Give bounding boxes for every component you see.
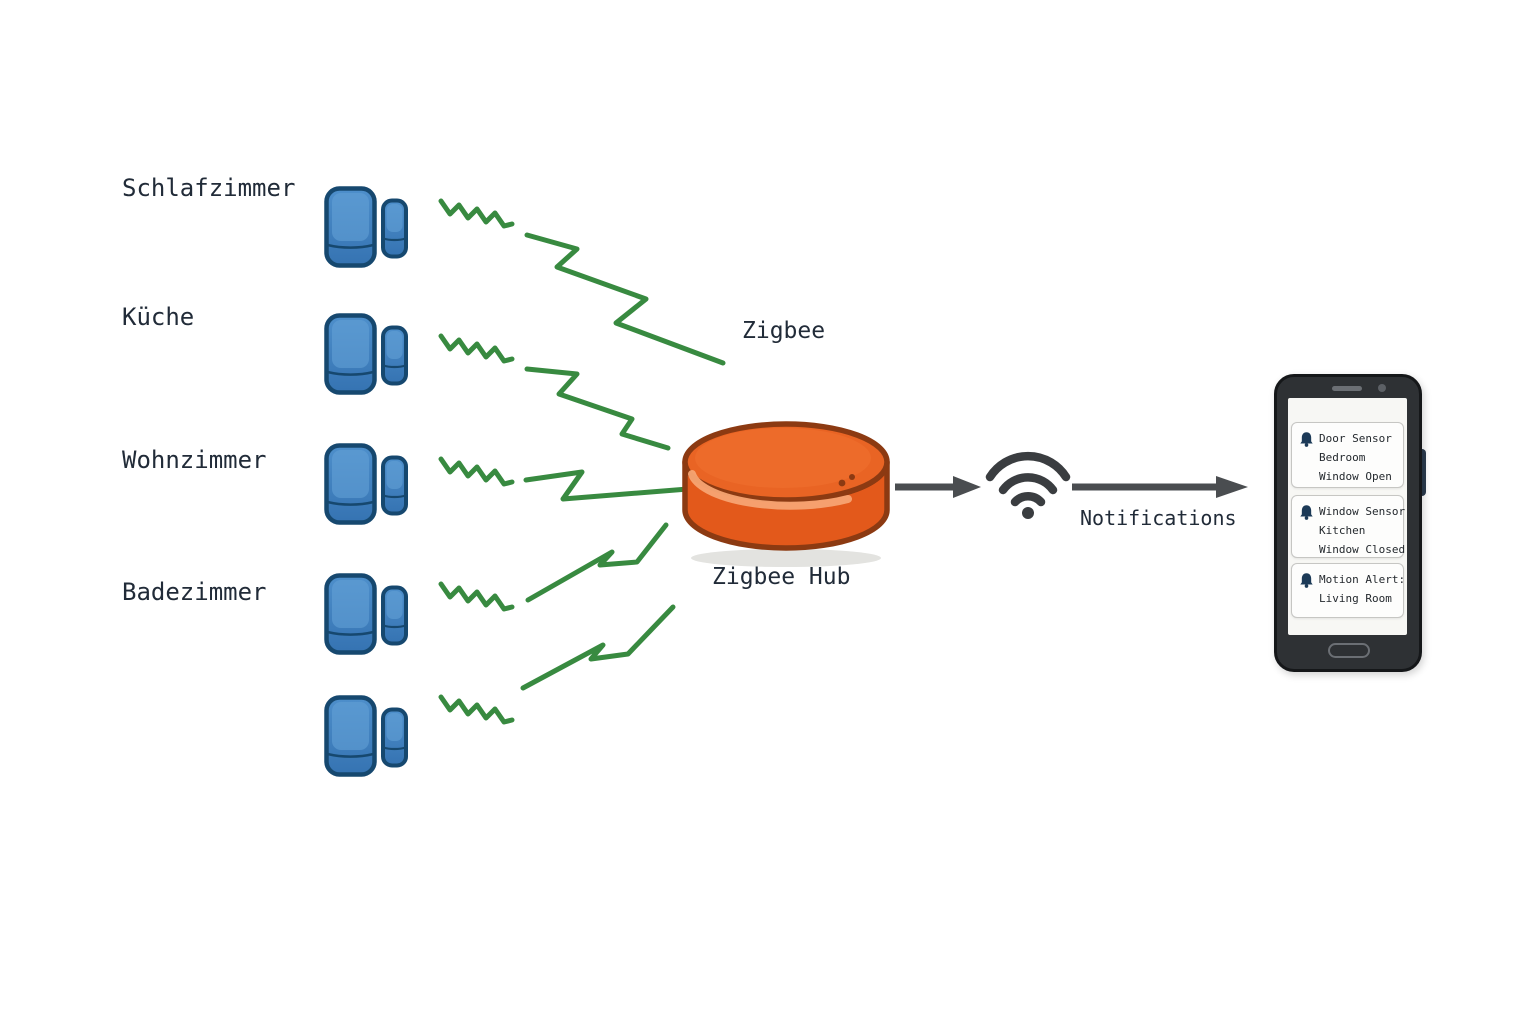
room-label-kueche: Küche xyxy=(122,303,195,331)
bell-icon xyxy=(1300,573,1313,588)
room-label-wohnzimmer: Wohnzimmer xyxy=(122,446,267,474)
zigbee-hub-label: Zigbee Hub xyxy=(712,564,851,590)
zigzag-signal-line xyxy=(523,469,691,502)
notification-line: Kitchen xyxy=(1319,524,1366,537)
notification-card: Motion Alert: Living Room xyxy=(1291,563,1406,618)
room-label-badezimmer: Badezimmer xyxy=(122,578,267,606)
arrow-right-icon xyxy=(895,476,981,498)
bell-icon xyxy=(1300,432,1313,447)
signal-squiggle-icon xyxy=(438,333,515,364)
signal-squiggle-icon xyxy=(438,456,515,487)
zigzag-signal-line xyxy=(525,522,669,603)
notification-line: Motion Alert: xyxy=(1319,573,1406,586)
notification-line: Bedroom xyxy=(1319,451,1366,464)
phone-speaker xyxy=(1332,386,1362,391)
notification-line: Living Room xyxy=(1319,592,1392,605)
smartphone: Door Sensor Bedroom Window Open Window S… xyxy=(1274,374,1422,672)
notification-line: Window Open xyxy=(1319,470,1392,483)
notifications-label: Notifications xyxy=(1080,506,1237,530)
signal-squiggle-icon xyxy=(438,694,515,725)
notification-card: Window Sensor Kitchen Window Closed xyxy=(1291,495,1406,558)
notification-line: Door Sensor xyxy=(1319,432,1392,445)
phone-camera-dot xyxy=(1378,384,1386,392)
door-window-sensor-icon xyxy=(324,695,408,777)
signal-squiggle-icon xyxy=(438,581,515,612)
arrow-right-icon xyxy=(1072,476,1248,498)
door-window-sensor-icon xyxy=(324,573,408,655)
phone-screen: Door Sensor Bedroom Window Open Window S… xyxy=(1288,398,1407,635)
notification-line: Window Closed xyxy=(1319,543,1406,556)
zigbee-hub-icon xyxy=(682,421,890,567)
zigbee-protocol-label: Zigbee xyxy=(742,318,826,344)
door-window-sensor-icon xyxy=(324,313,408,395)
room-label-schlafzimmer: Schlafzimmer xyxy=(122,174,296,202)
zigzag-signal-line xyxy=(520,604,676,691)
zigzag-signal-line xyxy=(524,366,671,451)
signal-squiggle-icon xyxy=(438,198,515,229)
notification-line: Window Sensor xyxy=(1319,505,1406,518)
door-window-sensor-icon xyxy=(324,443,408,525)
door-window-sensor-icon xyxy=(324,186,408,268)
zigzag-signal-line xyxy=(524,232,726,366)
phone-home-button xyxy=(1328,643,1370,658)
notification-card: Door Sensor Bedroom Window Open xyxy=(1291,422,1404,488)
wifi-icon xyxy=(985,451,1071,519)
bell-icon xyxy=(1300,505,1313,520)
zigbee-signal-lines xyxy=(438,198,726,725)
